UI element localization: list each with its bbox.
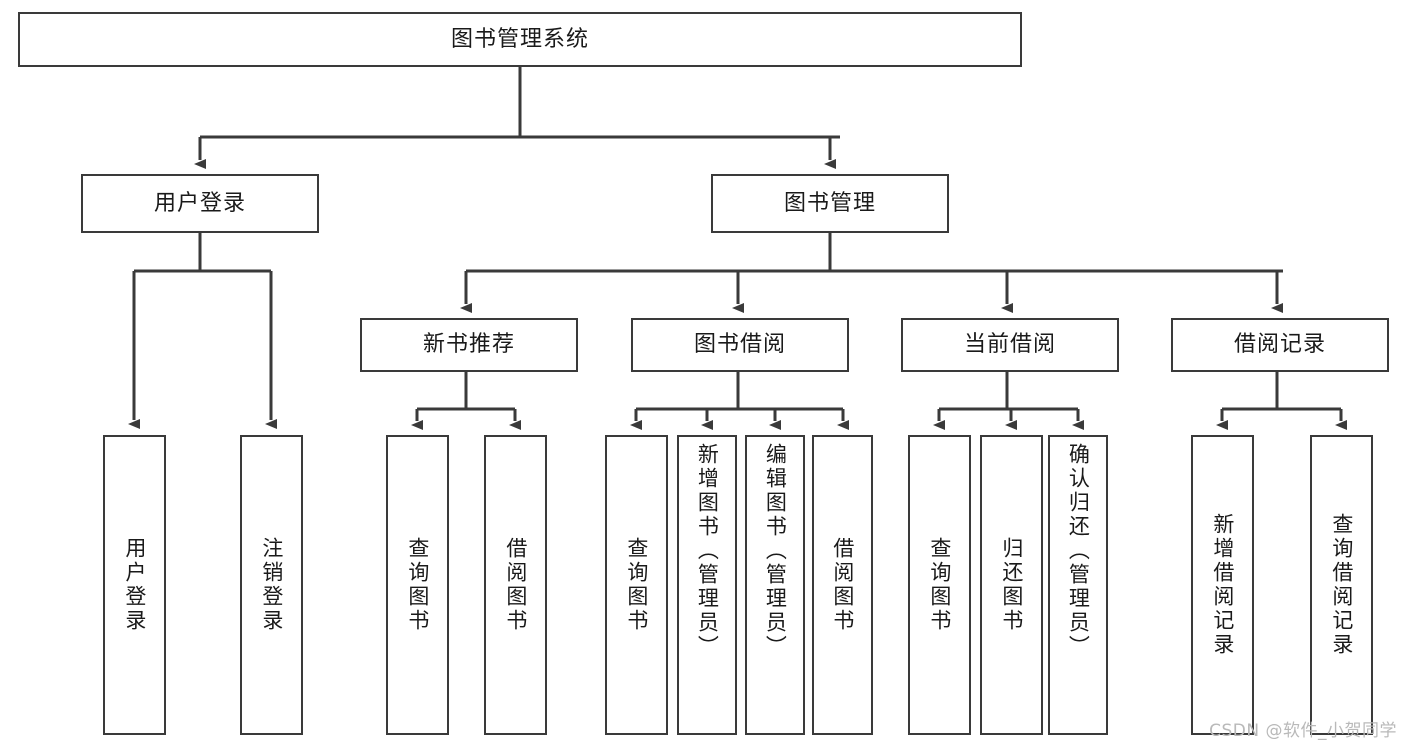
node-book-borrow[interactable]: 图书借阅 bbox=[631, 318, 849, 372]
node-book-manage-label: 图书管理 bbox=[783, 190, 876, 216]
node-leaf-query-book-2-label: 查询图书 bbox=[624, 537, 649, 633]
node-new-book-rec-label: 新书推荐 bbox=[422, 332, 515, 357]
node-leaf-edit-book-label: 编辑图书（管理员） bbox=[763, 443, 788, 659]
node-leaf-user-logout-label: 注销登录 bbox=[259, 537, 284, 633]
node-current-borrow[interactable]: 当前借阅 bbox=[901, 318, 1119, 372]
node-leaf-query-book-3[interactable]: 查询图书 bbox=[908, 435, 971, 735]
node-leaf-add-record[interactable]: 新增借阅记录 bbox=[1191, 435, 1254, 735]
node-leaf-query-record[interactable]: 查询借阅记录 bbox=[1310, 435, 1373, 735]
node-user-login-label: 用户登录 bbox=[153, 190, 246, 216]
node-leaf-query-record-label: 查询借阅记录 bbox=[1329, 513, 1354, 657]
node-leaf-borrow-book-2[interactable]: 借阅图书 bbox=[812, 435, 873, 735]
node-leaf-user-logout[interactable]: 注销登录 bbox=[240, 435, 303, 735]
node-user-login[interactable]: 用户登录 bbox=[81, 174, 319, 233]
node-leaf-borrow-book-1[interactable]: 借阅图书 bbox=[484, 435, 547, 735]
node-leaf-query-book-3-label: 查询图书 bbox=[927, 537, 952, 633]
node-borrow-record-label: 借阅记录 bbox=[1233, 332, 1326, 357]
node-leaf-return-book[interactable]: 归还图书 bbox=[980, 435, 1043, 735]
node-leaf-confirm-return[interactable]: 确认归还（管理员） bbox=[1048, 435, 1108, 735]
node-leaf-confirm-return-label: 确认归还（管理员） bbox=[1066, 443, 1091, 659]
node-borrow-record[interactable]: 借阅记录 bbox=[1171, 318, 1389, 372]
node-leaf-borrow-book-1-label: 借阅图书 bbox=[503, 537, 528, 633]
node-root-label: 图书管理系统 bbox=[450, 26, 589, 52]
node-current-borrow-label: 当前借阅 bbox=[963, 332, 1056, 357]
node-leaf-add-book-label: 新增图书（管理员） bbox=[695, 443, 720, 659]
watermark-text: CSDN @软件_小贺同学 bbox=[1209, 721, 1397, 741]
node-leaf-edit-book[interactable]: 编辑图书（管理员） bbox=[745, 435, 805, 735]
node-new-book-rec[interactable]: 新书推荐 bbox=[360, 318, 578, 372]
node-leaf-borrow-book-2-label: 借阅图书 bbox=[830, 537, 855, 633]
node-leaf-query-book-1-label: 查询图书 bbox=[405, 537, 430, 633]
node-leaf-query-book-1[interactable]: 查询图书 bbox=[386, 435, 449, 735]
node-root[interactable]: 图书管理系统 bbox=[18, 12, 1022, 67]
node-leaf-user-login-label: 用户登录 bbox=[122, 537, 147, 633]
node-book-borrow-label: 图书借阅 bbox=[693, 332, 786, 357]
node-leaf-user-login[interactable]: 用户登录 bbox=[103, 435, 166, 735]
node-leaf-add-record-label: 新增借阅记录 bbox=[1210, 513, 1235, 657]
node-leaf-query-book-2[interactable]: 查询图书 bbox=[605, 435, 668, 735]
node-leaf-add-book[interactable]: 新增图书（管理员） bbox=[677, 435, 737, 735]
node-book-manage[interactable]: 图书管理 bbox=[711, 174, 949, 233]
node-leaf-return-book-label: 归还图书 bbox=[999, 537, 1024, 633]
